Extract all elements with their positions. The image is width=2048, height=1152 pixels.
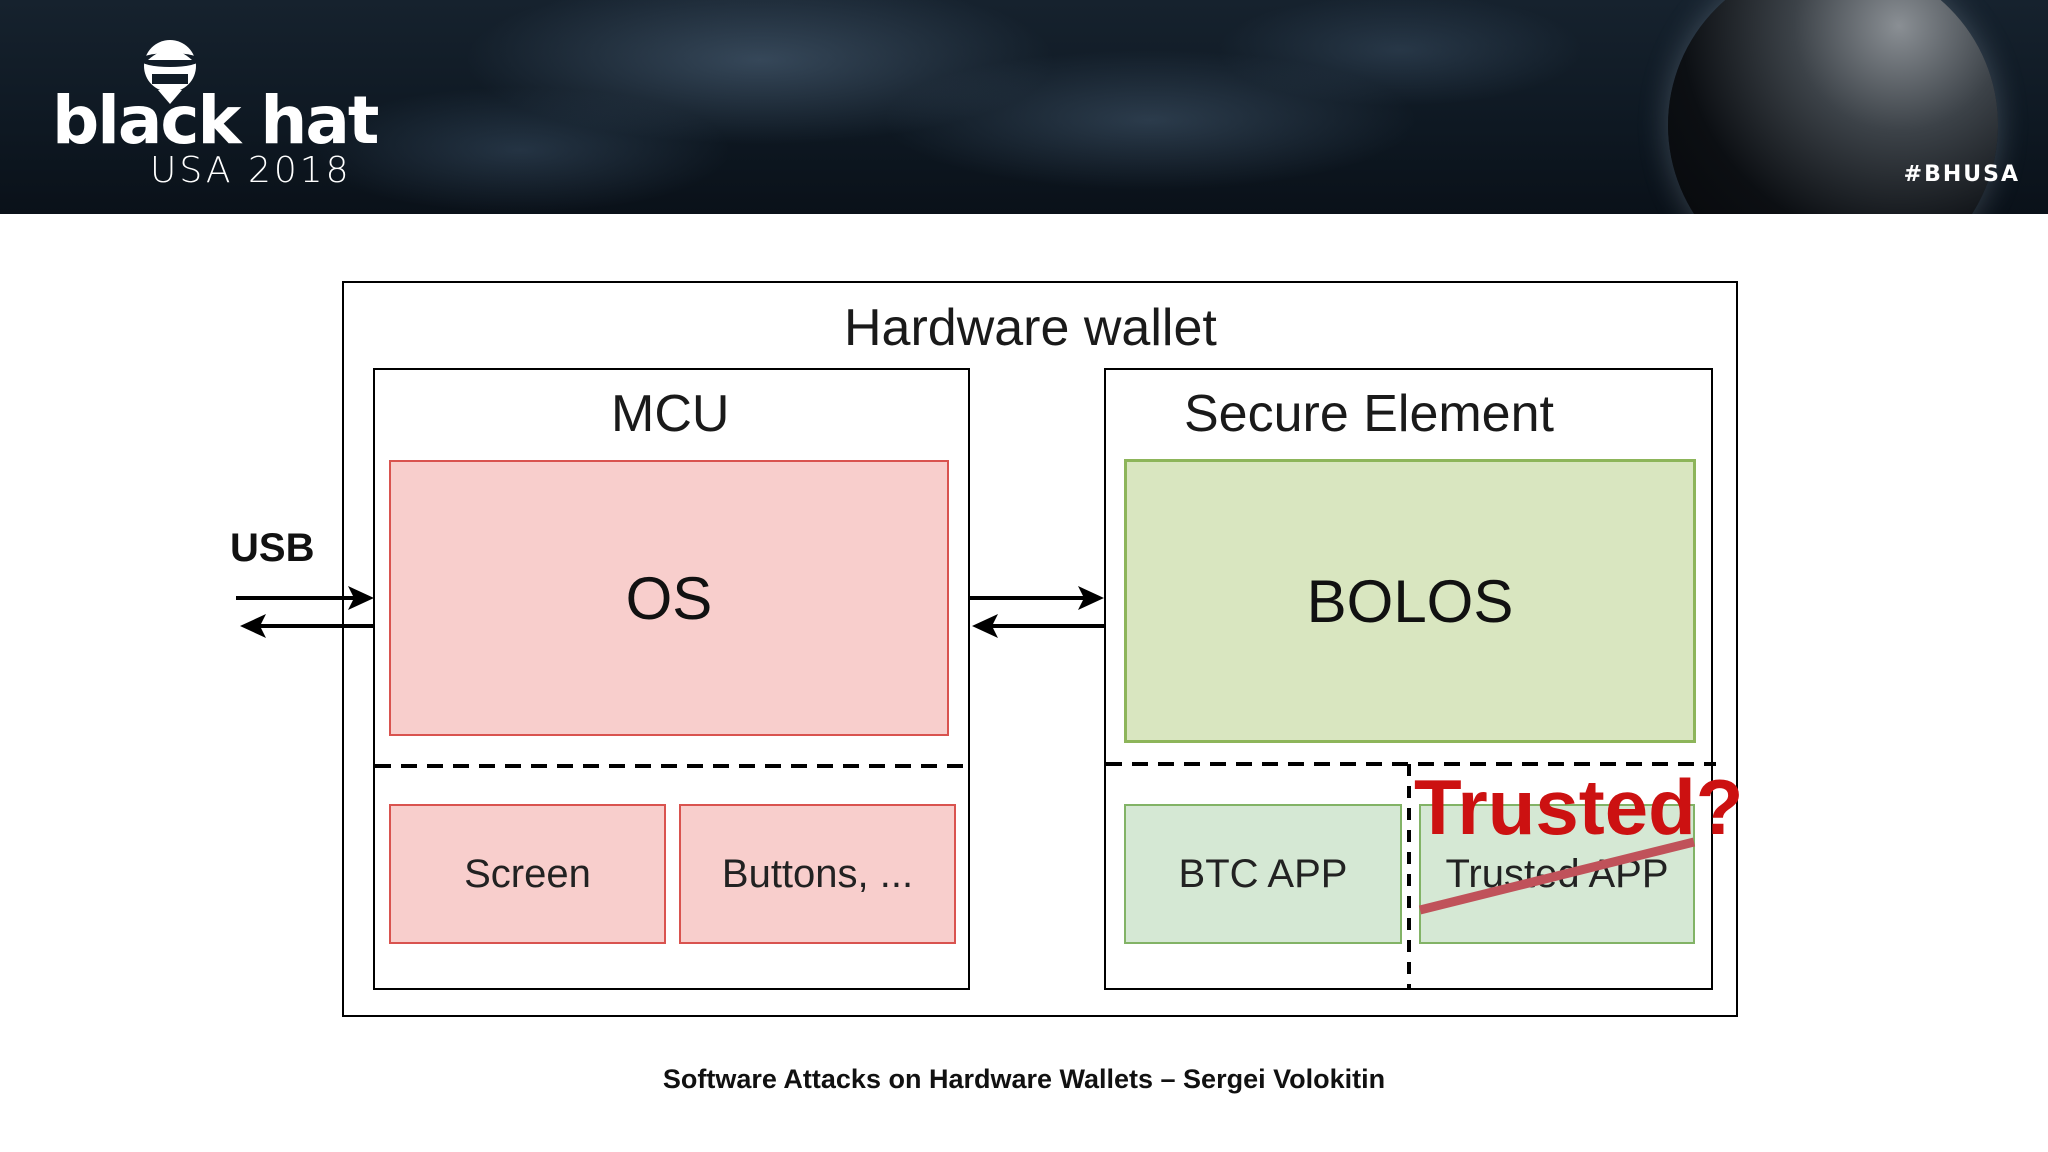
bolos-block: BOLOS (1124, 459, 1696, 743)
header-banner: black hat USA 2018 #BHUSA (0, 0, 2048, 214)
trusted-question-annotation: Trusted? (1414, 763, 1744, 851)
mcu-title: MCU (611, 385, 730, 443)
secure-element-title: Secure Element (1184, 385, 1554, 443)
logo-text: black hat (52, 82, 379, 159)
btc-app-label: BTC APP (1178, 851, 1348, 896)
planet-image (1668, 0, 1998, 214)
os-label: OS (625, 564, 713, 632)
btc-app-block: BTC APP (1124, 804, 1402, 944)
bolos-label: BOLOS (1306, 567, 1514, 635)
os-block: OS (389, 460, 949, 736)
mcu-to-se-arrow (970, 586, 1104, 610)
usb-out-arrow (240, 614, 373, 638)
buttons-block: Buttons, ... (679, 804, 956, 944)
usb-label: USB (230, 526, 315, 570)
logo-subtitle: USA 2018 (150, 150, 352, 191)
hashtag: #BHUSA (1903, 162, 2020, 187)
screen-label: Screen (464, 851, 591, 896)
se-to-mcu-arrow (972, 614, 1104, 638)
usb-in-arrow (236, 586, 374, 610)
screen-block: Screen (389, 804, 666, 944)
trusted-app-strikethrough (1418, 837, 1696, 915)
footer-caption: Software Attacks on Hardware Wallets – S… (662, 1064, 1386, 1094)
hardware-wallet-title: Hardware wallet (844, 299, 1217, 357)
spy-hat-logo-icon (140, 40, 200, 104)
buttons-label: Buttons, ... (721, 851, 914, 896)
